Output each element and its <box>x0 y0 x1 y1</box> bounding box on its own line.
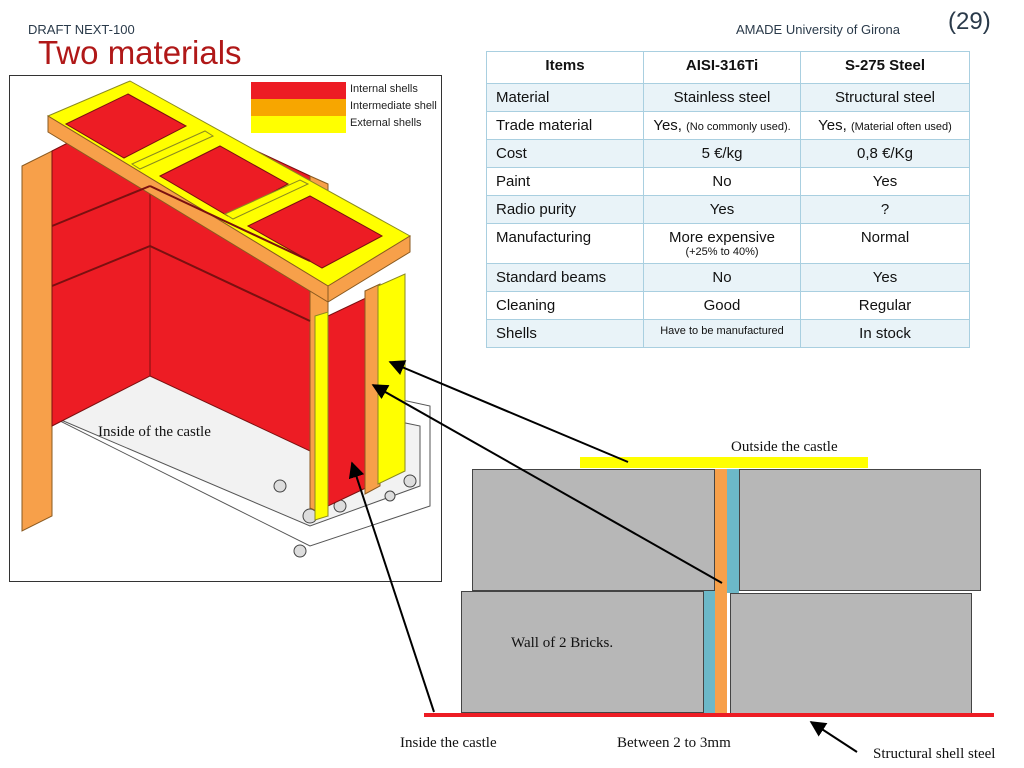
legend-swatch-external <box>251 116 346 133</box>
cell-value: Yes <box>709 201 735 218</box>
cell-item: Cost <box>486 139 644 168</box>
castle-inside-label: Inside of the castle <box>98 424 211 440</box>
table-row: Material Stainless steel Structural steel <box>486 83 970 112</box>
cell-aisi: Yes <box>643 195 801 224</box>
cell-aisi: Stainless steel <box>643 83 801 112</box>
cell-aisi: More expensive (+25% to 40%) <box>643 223 801 264</box>
cell-value: Yes <box>872 269 898 286</box>
legend-swatch-internal <box>251 82 346 99</box>
cell-value: 5 €/kg <box>701 145 743 162</box>
gap-strip-top <box>727 469 739 593</box>
table-row: Cleaning Good Regular <box>486 291 970 320</box>
header-right: AMADE University of Girona <box>736 22 900 37</box>
brick-top-left <box>472 469 715 591</box>
col-header-items: Items <box>486 51 644 84</box>
legend-label-intermediate: Intermediate shell <box>350 100 437 112</box>
cell-s275: Normal <box>800 223 970 264</box>
cell-s275: Regular <box>800 291 970 320</box>
cell-s275: Structural steel <box>800 83 970 112</box>
cell-aisi: No <box>643 263 801 292</box>
brick-bottom-right <box>730 593 972 714</box>
cell-value: 0,8 €/Kg <box>857 145 913 162</box>
cell-item: Trade material <box>486 111 644 140</box>
internal-shell-strip <box>424 713 994 717</box>
table-header-row: Items AISI-316Ti S-275 Steel <box>486 51 970 84</box>
brick-bottom-left <box>461 591 704 713</box>
table-row: Paint No Yes <box>486 167 970 196</box>
inside-castle-label: Inside the castle <box>400 735 497 751</box>
brick-top-right <box>739 469 981 591</box>
cell-value: Yes, <box>818 117 847 134</box>
castle-drawing: Internal shells Intermediate shell Exter… <box>9 75 442 582</box>
cell-item: Standard beams <box>486 263 644 292</box>
structural-shell-label: Structural shell steel <box>873 746 996 762</box>
cell-item: Shells <box>486 319 644 348</box>
cell-item: Manufacturing <box>486 223 644 264</box>
cell-aisi: Have to be manufactured <box>643 319 801 348</box>
outside-castle-label: Outside the castle <box>731 439 838 455</box>
legend-swatch-intermediate <box>251 99 346 116</box>
external-shell-strip <box>580 457 868 468</box>
legend-label-external: External shells <box>350 117 422 129</box>
wall-label: Wall of 2 Bricks. <box>511 635 614 651</box>
cell-value: No <box>712 269 732 286</box>
cell-value: No <box>712 173 732 190</box>
cell-value: Regular <box>858 297 912 314</box>
table-row: Shells Have to be manufactured In stock <box>486 319 970 348</box>
cell-value: Normal <box>860 229 910 246</box>
slide-title: Two materials <box>38 34 242 71</box>
gap-label: Between 2 to 3mm <box>617 735 731 751</box>
cell-s275: ? <box>800 195 970 224</box>
cell-item: Material <box>486 83 644 112</box>
cell-s275: 0,8 €/Kg <box>800 139 970 168</box>
col-header-s275: S-275 Steel <box>800 51 970 84</box>
col-header-aisi: AISI-316Ti <box>643 51 801 84</box>
cell-s275: Yes <box>800 167 970 196</box>
cell-aisi: 5 €/kg <box>643 139 801 168</box>
cell-aisi: No <box>643 167 801 196</box>
intermediate-shell-strip <box>715 469 727 715</box>
cell-value: Yes, <box>653 117 682 134</box>
table-row: Radio purity Yes? <box>486 195 970 224</box>
table-row: Cost 5 €/kg 0,8 €/Kg <box>486 139 970 168</box>
cell-aisi: Good <box>643 291 801 320</box>
page-number: (29) <box>948 8 991 35</box>
cell-item: Cleaning <box>486 291 644 320</box>
cell-item: Paint <box>486 167 644 196</box>
cell-value: ? <box>880 201 890 218</box>
cell-value: Good <box>703 297 741 314</box>
cell-value: In stock <box>859 325 911 342</box>
header-left: DRAFT NEXT-100 <box>28 22 135 37</box>
cell-note: (No commonly used). <box>686 121 791 133</box>
arrow-structural <box>809 721 858 753</box>
cell-aisi: Yes, (No commonly used). <box>643 111 801 140</box>
cell-value: Yes <box>872 173 898 190</box>
cell-value: Stainless steel <box>673 89 771 106</box>
cell-note: (+25% to 40%) <box>685 246 759 258</box>
cell-s275: Yes <box>800 263 970 292</box>
cell-s275: Yes, (Material often used) <box>800 111 970 140</box>
gap-strip-bottom <box>704 591 715 715</box>
castle-illustration <box>21 80 431 558</box>
cell-item: Radio purity <box>486 195 644 224</box>
cell-value: Structural steel <box>834 89 936 106</box>
cell-note: (Material often used) <box>850 121 952 133</box>
table-row: Standard beams No Yes <box>486 263 970 292</box>
cell-note: Have to be manufactured <box>660 325 784 337</box>
cell-value: More expensive <box>669 229 775 246</box>
cell-s275: In stock <box>800 319 970 348</box>
legend-label-internal: Internal shells <box>350 83 418 95</box>
